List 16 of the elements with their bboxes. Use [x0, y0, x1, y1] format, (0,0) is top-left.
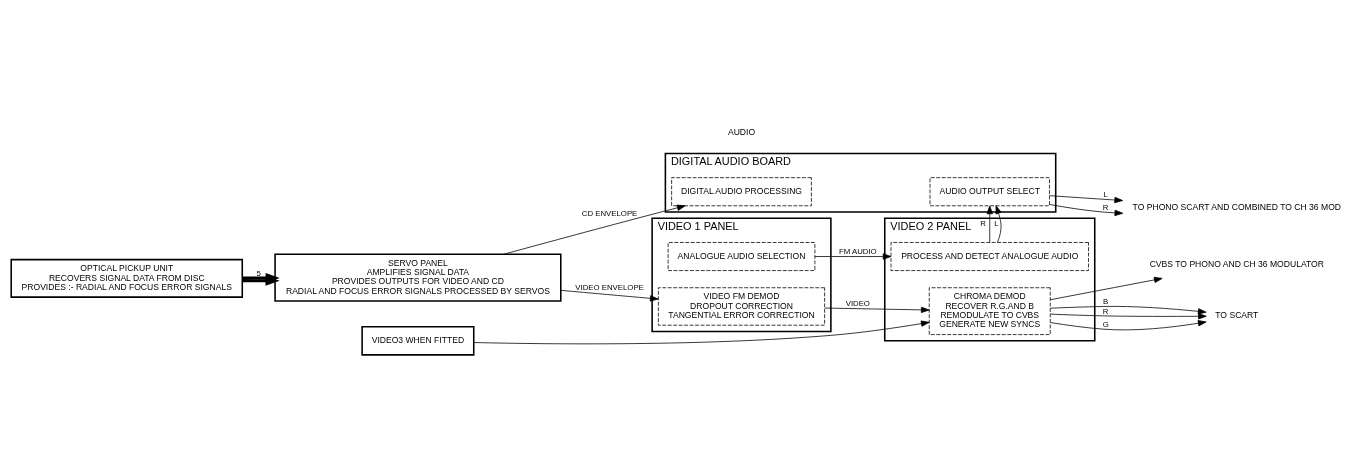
- node-text: TO SCART: [1215, 310, 1259, 321]
- edge-label: L: [994, 219, 999, 229]
- edge-label: R: [1102, 306, 1109, 316]
- edge-label: VIDEO: [845, 299, 870, 309]
- edge-label: R: [980, 219, 986, 229]
- edge-label: L: [1103, 190, 1108, 200]
- edge-label: B: [1103, 297, 1109, 307]
- edge-label: 5: [256, 269, 261, 279]
- node-text: CVBS TO PHONO AND CH 36 MODULATOR: [1149, 258, 1324, 269]
- node-text: TO PHONO SCART AND COMBINED TO CH 36 MOD: [1132, 202, 1342, 213]
- edge-label: VIDEO ENVELOPE: [575, 283, 644, 293]
- edge-label: R: [1102, 202, 1109, 212]
- edge-label: FM AUDIO: [838, 247, 877, 257]
- edge-label: CD ENVELOPE: [581, 208, 638, 218]
- edge-label: G: [1102, 319, 1109, 329]
- label: AUDIO: [727, 127, 756, 138]
